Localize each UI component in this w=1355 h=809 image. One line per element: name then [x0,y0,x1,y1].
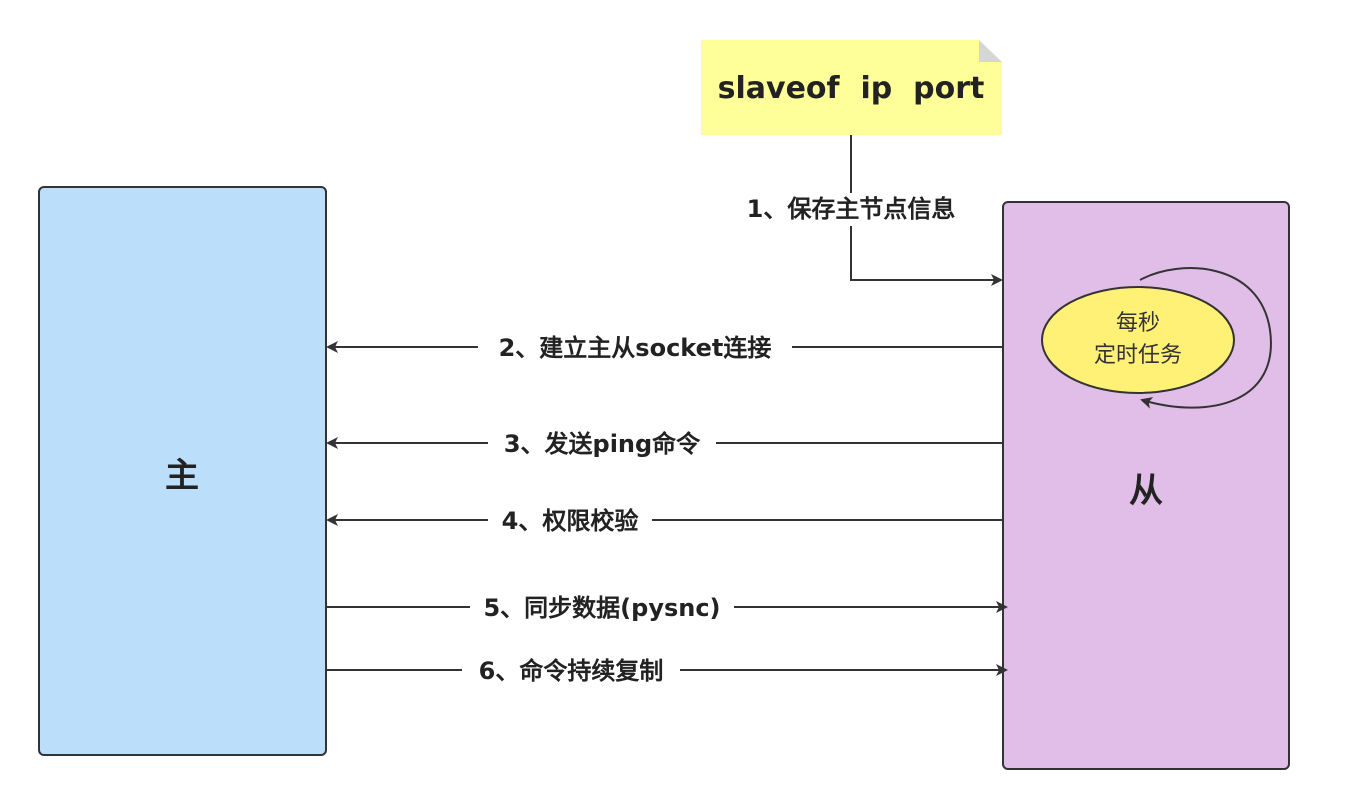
edge-sync-data[interactable]: 5、同步数据(pysnc) [326,590,1008,624]
edge-command-replication[interactable]: 6、命令持续复制 [326,653,1008,687]
timer-loop-arrow [1139,267,1272,409]
edge-label-4: 4、权限校验 [502,507,639,535]
timer-label-line1: 每秒 [1116,311,1160,336]
master-label: 主 [165,456,199,496]
edge-auth-check[interactable]: 4、权限校验 [326,503,1003,537]
slaveof-note[interactable]: slaveof ip port [701,40,1002,135]
edge-socket-connect[interactable]: 2、建立主从socket连接 [326,330,1003,364]
edge-label-2: 2、建立主从socket连接 [499,334,772,362]
timer-ellipse [1041,286,1235,394]
edge-save-master-info[interactable]: 1、保存主节点信息 [747,135,1003,286]
master-box[interactable] [38,186,327,756]
timer-task[interactable]: 每秒 定时任务 [1041,267,1272,409]
edge-label-1: 1、保存主节点信息 [747,195,956,223]
timer-label-line2: 定时任务 [1094,343,1182,368]
edge-label-5: 5、同步数据(pysnc) [483,594,720,622]
note-label: slaveof ip port [718,71,985,106]
slave-label: 从 [1129,471,1163,511]
edge-label-3: 3、发送ping命令 [504,430,701,458]
edge-send-ping[interactable]: 3、发送ping命令 [326,426,1003,460]
edge-label-6: 6、命令持续复制 [479,657,664,685]
